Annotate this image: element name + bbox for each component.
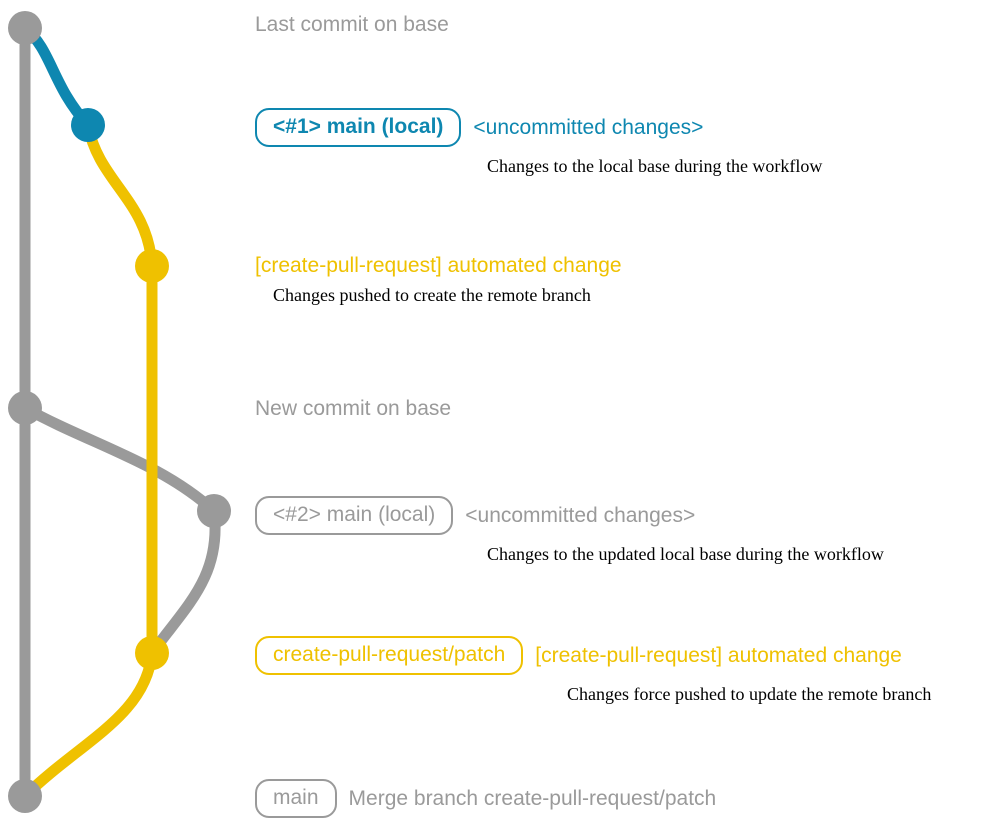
commit-subject-local-1: <uncommitted changes> [473,116,704,139]
row-automated-change-1: [create-pull-request] automated change C… [255,253,981,306]
row-last-commit-on-base: Last commit on base [255,12,981,37]
commit-subject-merge: Merge branch create-pull-request/patch [348,787,717,810]
row-automated-change-2: create-pull-request/patch [create-pull-re… [255,636,981,705]
commit-note-local-2: Changes to the updated local base during… [487,544,884,564]
ref-pill-create-pull-request-patch[interactable]: create-pull-request/patch [255,636,524,675]
commit-subject-automated-change-2: [create-pull-request] automated change [535,644,902,667]
commit-note-automated-change-2: Changes force pushed to update the remot… [567,684,932,704]
commit-subject-local-2: <uncommitted changes> [465,504,696,527]
caption-new-commit-on-base: New commit on base [255,397,452,420]
ref-pill-local-1[interactable]: <#1> main (local) [255,108,462,147]
commit-note-local-1: Changes to the local base during the wor… [487,156,823,176]
row-new-commit-on-base: New commit on base [255,396,981,421]
ref-pill-local-2[interactable]: <#2> main (local) [255,496,454,535]
commit-subject-automated-change-1: [create-pull-request] automated change [255,254,622,277]
row-local-2: <#2> main (local) <uncommitted changes> C… [255,496,981,565]
row-merge-commit: main Merge branch create-pull-request/pat… [255,779,981,818]
caption-last-commit-on-base: Last commit on base [255,13,449,36]
ref-pill-main[interactable]: main [255,779,337,818]
row-local-1: <#1> main (local) <uncommitted changes> C… [255,108,981,177]
commit-note-automated-change-1: Changes pushed to create the remote bran… [273,285,591,305]
